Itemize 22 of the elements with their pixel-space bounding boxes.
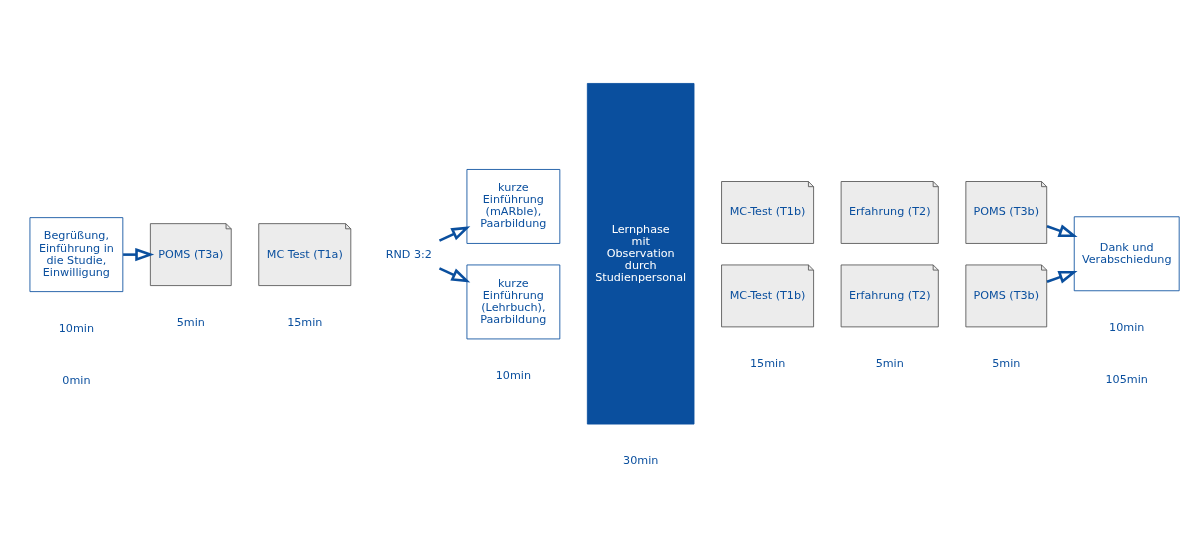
label: 10min [58, 321, 95, 335]
label: 5min [992, 356, 1021, 370]
label: 5min [176, 315, 205, 329]
node-box: kurze Einführung (Lehrbuch), Paarbildung [466, 264, 561, 340]
label: 15min [749, 356, 786, 370]
label: 105min [1105, 373, 1148, 387]
node-box: kurze Einführung (mARble), Paarbildung [466, 169, 561, 244]
label: 15min [287, 315, 323, 329]
label: 10min [1109, 320, 1145, 334]
arrow [438, 267, 471, 283]
node-box: Begrüßung, Einführung in die Studie, Einwilligung [29, 217, 124, 293]
label: 5min [875, 356, 904, 370]
label: 10min [495, 368, 532, 382]
node-text: RND 3:2 [385, 247, 432, 261]
node-box: Dank und Verabschiedung [1073, 216, 1180, 292]
arrow [123, 248, 155, 262]
arrow [1046, 224, 1078, 237]
node-box: Lernphase mit Observation durch Studienpersonal [586, 83, 695, 425]
label: 30min [623, 454, 659, 467]
arrow [1046, 270, 1078, 284]
arrow [438, 226, 471, 242]
label: 0min [62, 374, 91, 387]
